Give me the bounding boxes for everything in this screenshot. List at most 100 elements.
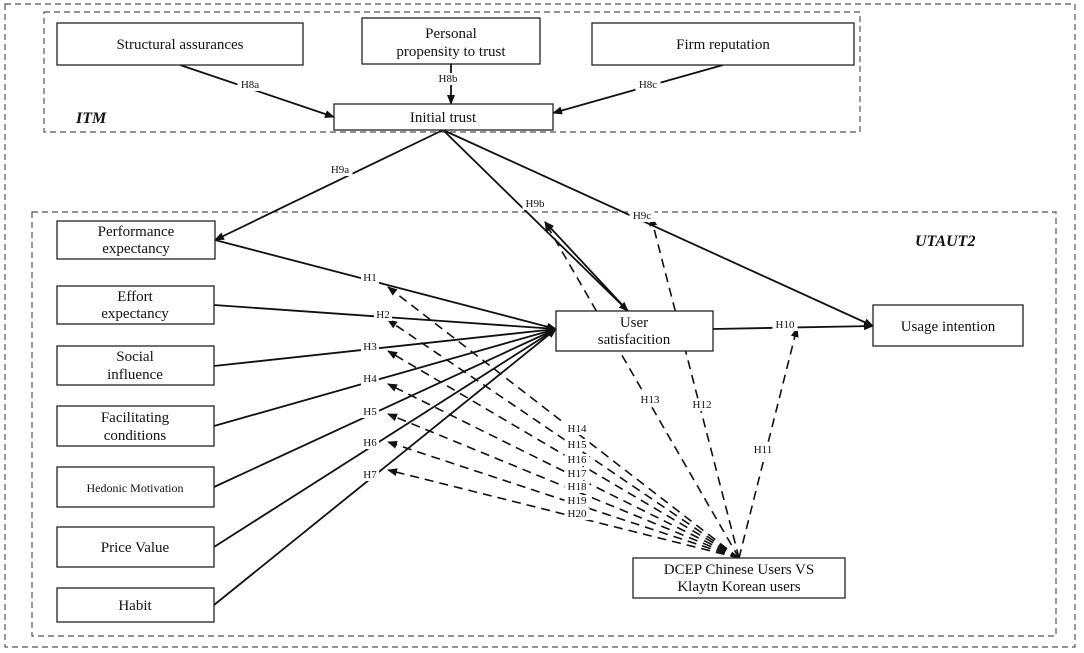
node-label: DCEP Chinese Users VS [664, 562, 814, 578]
edge-label-bg [564, 481, 590, 493]
edge-h20 [387, 468, 740, 559]
edge-label-h19: H19 [568, 495, 587, 507]
edge-label-bg [635, 79, 661, 91]
edge-label-h11: H11 [754, 444, 773, 456]
edge-label-h18: H18 [568, 481, 587, 493]
edge-label-bg [637, 394, 663, 406]
edge-label-bg [361, 406, 379, 418]
edge-label-bg [361, 437, 379, 449]
node-usage-intention: Usage intention [872, 304, 1024, 347]
edges-layer [179, 64, 874, 606]
node-firm-reputation: Firm reputation [591, 22, 855, 66]
node-label: satisfacition [598, 332, 671, 348]
node-initial-trust: Initial trust [333, 103, 554, 131]
edge-h18 [387, 413, 740, 559]
edge-h5 [213, 328, 557, 488]
node-label: expectancy [102, 241, 170, 257]
edge-label-bg [750, 444, 776, 456]
edge-h4 [213, 327, 557, 427]
edge-label-bg [772, 319, 798, 331]
edge-label-h9b: H9b [526, 198, 545, 210]
edge-label-h8c: H8c [639, 79, 657, 91]
edge-h13 [544, 221, 740, 559]
node-user-satisfaction: User satisfacition [555, 310, 714, 352]
node-label: conditions [104, 428, 167, 444]
node-label: Structural assurances [116, 37, 243, 53]
node-habit: Habit [56, 587, 215, 623]
edge-h15 [387, 319, 740, 559]
edge-label-bg [629, 210, 655, 222]
edge-label-h10: H10 [776, 319, 795, 331]
node-facilitating-conditions: Facilitating conditions [56, 405, 215, 447]
node-label: Price Value [101, 540, 170, 556]
edge-label-bg [361, 272, 379, 284]
edge-label-bg [237, 79, 263, 91]
node-price-value: Price Value [56, 526, 215, 568]
edge-label-bg [564, 468, 590, 480]
edge-label-h15: H15 [568, 439, 587, 451]
node-dcep-vs-klaytn: DCEP Chinese Users VS Klaytn Korean user… [632, 557, 846, 599]
node-performance-expectancy: Performance expectancy [56, 220, 216, 260]
node-label: Performance [98, 224, 175, 240]
edge-label-h20: H20 [568, 508, 587, 520]
edge-label-h9a: H9a [331, 164, 349, 176]
edge-label-bg [689, 399, 715, 411]
node-label: expectancy [101, 306, 169, 322]
edge-label-h6: H6 [363, 437, 377, 449]
edge-label-h4: H4 [363, 373, 377, 385]
edge-label-h7: H7 [363, 469, 377, 481]
edge-label-h5: H5 [363, 406, 377, 418]
node-label: Personal [425, 26, 477, 42]
edge-h3 [213, 325, 557, 367]
node-label: Usage intention [901, 319, 996, 335]
outer-frame [4, 3, 1076, 648]
edge-h9b [442, 129, 629, 312]
edge-label-h9c: H9c [633, 210, 651, 222]
edge-label-h16: H16 [568, 454, 587, 466]
node-label: Facilitating [101, 410, 170, 426]
edge-label-h13: H13 [641, 394, 660, 406]
edge-label-bg [564, 508, 590, 520]
edge-label-bg [564, 423, 590, 435]
edge-label-h8b: H8b [439, 73, 458, 85]
node-social-influence: Social influence [56, 345, 215, 386]
edge-label-bg [361, 469, 379, 481]
edge-label-h12: H12 [693, 399, 712, 411]
edge-h7 [213, 328, 557, 606]
edge-label-bg [374, 309, 392, 321]
edge-label-bg [327, 164, 353, 176]
edge-h19 [387, 441, 740, 559]
edge-label-bg [361, 373, 379, 385]
edge-h12 [649, 216, 740, 559]
edge-label-h3: H3 [363, 341, 377, 353]
edge-label-bg [564, 495, 590, 507]
edge-label-h17: H17 [568, 468, 587, 480]
edge-h16 [387, 350, 740, 559]
node-label: Habit [118, 598, 152, 614]
edge-label-h2: H2 [376, 309, 389, 321]
edge-label-h8a: H8a [241, 79, 259, 91]
edge-label-h14: H14 [568, 423, 587, 435]
edge-label-bg [522, 198, 548, 210]
node-label: Initial trust [410, 110, 477, 126]
edge-label-bg [564, 439, 590, 451]
edge-label-bg [435, 73, 461, 85]
node-structural-assurances: Structural assurances [56, 22, 304, 66]
node-label: Firm reputation [676, 37, 770, 53]
edge-h1 [214, 239, 557, 331]
edge-h11 [738, 327, 799, 559]
node-label: influence [107, 367, 163, 383]
utaut2-frame [31, 211, 1057, 637]
node-label: Klaytn Korean users [677, 579, 800, 595]
node-label: User [620, 315, 648, 331]
edge-label-bg [361, 341, 379, 353]
node-label: Social [116, 349, 154, 365]
node-personal-propensity: Personal propensity to trust [361, 17, 541, 65]
node-hedonic-motivation: Hedonic Motivation [56, 466, 215, 508]
itm-group-title: ITM [75, 110, 107, 127]
node-label: Effort [117, 289, 153, 305]
utaut2-group-title: UTAUT2 [915, 233, 975, 250]
edge-h9a [214, 129, 444, 241]
